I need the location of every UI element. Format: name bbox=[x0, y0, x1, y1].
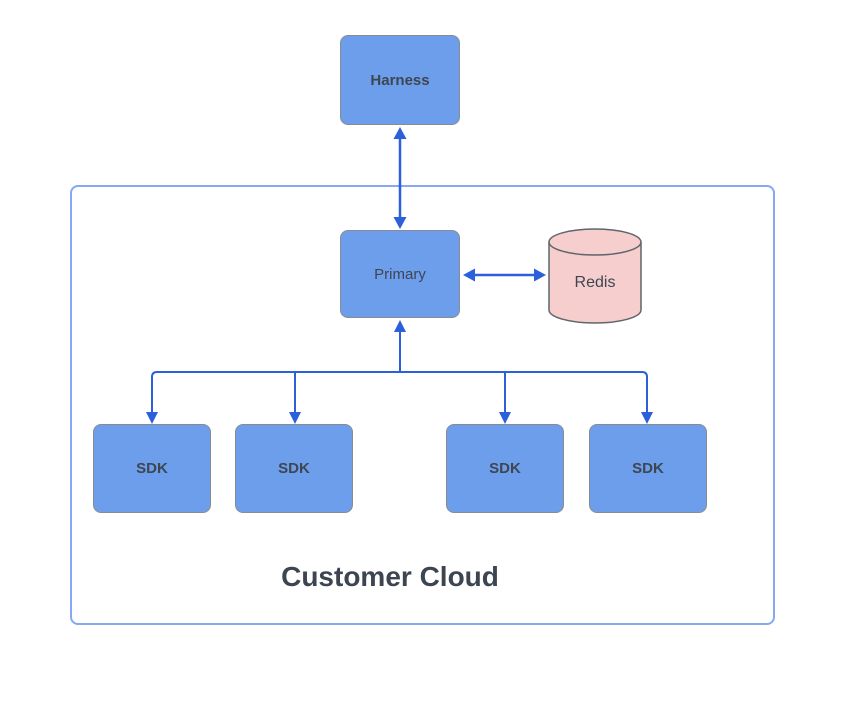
node-sdk-3: SDK bbox=[446, 424, 564, 513]
node-redis: Redis bbox=[548, 228, 642, 324]
node-redis-label: Redis bbox=[574, 274, 616, 291]
customer-cloud-title: Customer Cloud bbox=[281, 561, 499, 592]
customer-cloud-container bbox=[70, 185, 775, 625]
node-sdk-1-label: SDK bbox=[136, 460, 168, 477]
node-sdk-2-label: SDK bbox=[278, 460, 310, 477]
node-sdk-4: SDK bbox=[589, 424, 707, 513]
node-sdk-2: SDK bbox=[235, 424, 353, 513]
node-harness-label: Harness bbox=[370, 71, 430, 89]
node-sdk-4-label: SDK bbox=[632, 460, 664, 477]
node-harness: Harness bbox=[340, 35, 460, 125]
node-sdk-1: SDK bbox=[93, 424, 211, 513]
redis-cylinder-shape bbox=[548, 228, 642, 324]
node-primary-label: Primary bbox=[374, 265, 426, 283]
node-sdk-3-label: SDK bbox=[489, 460, 521, 477]
node-primary: Primary bbox=[340, 230, 460, 318]
